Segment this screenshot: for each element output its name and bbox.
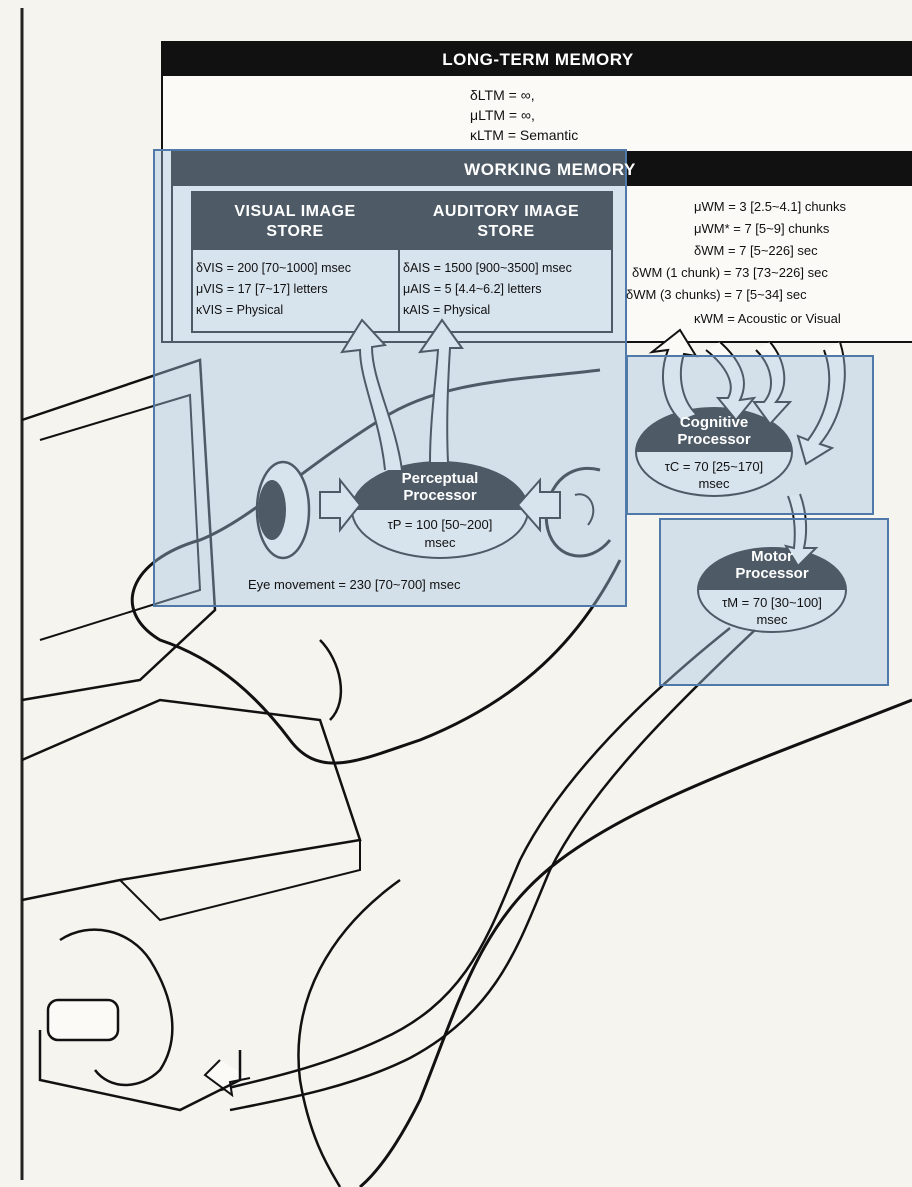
eye-movement-time: Eye movement = 230 [70~700] msec bbox=[248, 577, 461, 592]
monitor-base bbox=[21, 698, 362, 902]
perceptual-processor-name-2: Processor bbox=[403, 487, 477, 504]
wm-header-bar bbox=[172, 152, 912, 186]
wm-decay: δWM = 7 [5~226] sec bbox=[694, 243, 818, 258]
eye-pupil bbox=[258, 480, 286, 540]
monitor-screen bbox=[39, 393, 202, 641]
visual-store-code: κVIS = Physical bbox=[196, 303, 284, 317]
visual-store-capacity: μVIS = 17 [7~17] letters bbox=[196, 282, 328, 296]
motor-region-highlight bbox=[659, 518, 889, 686]
cognitive-processor-header bbox=[636, 408, 792, 452]
cognitive-to-wm-arrow bbox=[648, 328, 699, 421]
wm-decay-1-chunk: δWM (1 chunk) = 73 [73~226] sec bbox=[632, 265, 828, 280]
perceptual-to-visual-arrow bbox=[340, 318, 403, 471]
hand-outline bbox=[59, 928, 174, 1087]
ear-inner bbox=[574, 493, 595, 526]
perceptual-to-auditory-arrow bbox=[417, 318, 464, 463]
perceptual-processor-unit: msec bbox=[424, 535, 456, 550]
perceptual-processor-name-1: Perceptual bbox=[401, 470, 479, 487]
cognitive-processor-name-2: Processor bbox=[677, 431, 751, 448]
ear-outline bbox=[544, 466, 612, 558]
motor-nerve-inner bbox=[229, 629, 756, 1112]
wm-to-cognitive-arrow-2 bbox=[752, 341, 793, 426]
monitor-outline bbox=[21, 358, 217, 702]
eye-to-perceptual-arrow bbox=[319, 477, 362, 533]
cognitive-processor-unit: msec bbox=[698, 476, 730, 491]
auditory-store-decay: δAIS = 1500 [900~3500] msec bbox=[403, 261, 572, 275]
visual-store-decay: δVIS = 200 [70~1000] msec bbox=[196, 261, 351, 275]
ltm-header-bar bbox=[162, 42, 912, 76]
auditory-store-header bbox=[400, 192, 612, 250]
ear-to-perceptual-arrow bbox=[516, 477, 561, 533]
motor-processor-name-1: Motor bbox=[751, 548, 793, 565]
mouse-body bbox=[46, 998, 120, 1042]
auditory-store-capacity: μAIS = 5 [4.4~6.2] letters bbox=[403, 282, 542, 296]
wm-capacity-effective: μWM* = 7 [5~9] chunks bbox=[694, 221, 830, 236]
cognition-region-highlight bbox=[626, 355, 874, 515]
motor-processor-cycle: τM = 70 [30~100] bbox=[722, 595, 822, 610]
ltm-param-code: κLTM = Semantic bbox=[470, 127, 579, 143]
visual-store-header bbox=[192, 192, 398, 250]
monitor-stand bbox=[119, 840, 361, 922]
wm-code: κWM = Acoustic or Visual bbox=[694, 311, 841, 326]
ltm-param-decay: δLTM = ∞, bbox=[470, 87, 535, 103]
motor-nerve-outer bbox=[219, 627, 731, 1092]
perceptual-processor-header bbox=[352, 462, 528, 510]
wm-capacity: μWM = 3 [2.5~4.1] chunks bbox=[694, 199, 847, 214]
ltm-param-capacity: μLTM = ∞, bbox=[470, 107, 535, 123]
mouse-pad bbox=[38, 1030, 242, 1112]
motor-to-hand-arrowhead bbox=[203, 1059, 251, 1098]
perception-region-highlight bbox=[153, 149, 627, 607]
perceptual-processor-cycle: τP = 100 [50~200] bbox=[387, 517, 493, 532]
shoulder-outline bbox=[359, 698, 912, 1187]
ltm-title: LONG-TERM MEMORY bbox=[442, 50, 634, 69]
wm-to-cognitive-arrow-1 bbox=[705, 341, 757, 422]
auditory-store-code: κAIS = Physical bbox=[403, 303, 491, 317]
motor-processor-header bbox=[698, 548, 846, 590]
cognitive-processor-cycle: τC = 70 [25~170] bbox=[664, 459, 764, 474]
wm-to-cognitive-arrow-3 bbox=[796, 341, 846, 466]
mouth-line bbox=[319, 639, 343, 721]
arm-outline bbox=[297, 878, 401, 1187]
visual-store-title-2: STORE bbox=[266, 223, 324, 240]
wm-decay-3-chunks: δWM (3 chunks) = 7 [5~34] sec bbox=[626, 287, 807, 302]
motor-processor-name-2: Processor bbox=[735, 565, 809, 582]
wm-title: WORKING MEMORY bbox=[464, 160, 636, 179]
visual-store-title-1: VISUAL IMAGE bbox=[234, 203, 356, 220]
cognitive-processor-name-1: Cognitive bbox=[679, 414, 749, 431]
auditory-store-title-2: STORE bbox=[477, 223, 535, 240]
auditory-store-title-1: AUDITORY IMAGE bbox=[432, 203, 580, 220]
motor-processor-unit: msec bbox=[756, 612, 788, 627]
